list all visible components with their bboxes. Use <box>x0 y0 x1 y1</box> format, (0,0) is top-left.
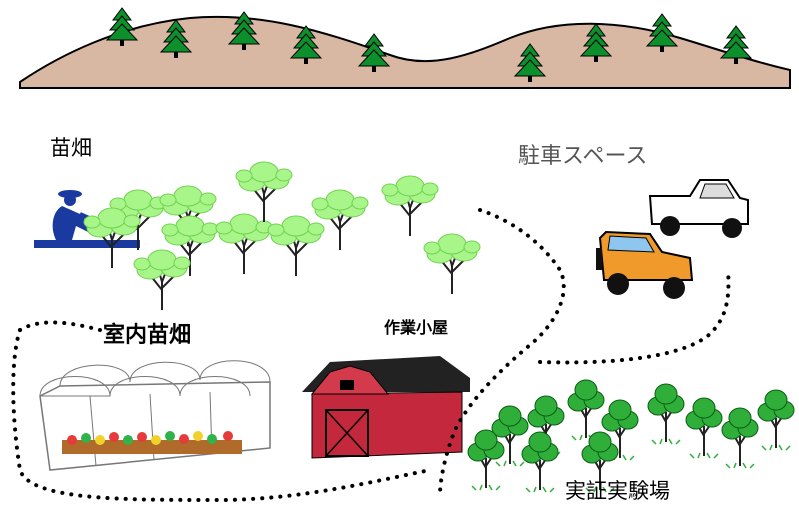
demo-field-label: 実証実験場 <box>565 479 670 503</box>
indoor-nursery-label: 室内苗畑 <box>103 323 192 348</box>
nursery-trees <box>83 161 481 311</box>
barn-icon <box>302 356 470 459</box>
dotted-path <box>11 208 731 503</box>
parking-label: 駐車スペース <box>518 144 648 169</box>
work-shed-label: 作業小屋 <box>384 318 449 337</box>
greenhouse-icon <box>39 360 271 471</box>
suv-icon <box>596 230 694 299</box>
nursery-label: 苗畑 <box>50 136 92 160</box>
hill-with-pines-icon <box>19 7 791 89</box>
pickup-truck-icon <box>648 179 749 238</box>
orchard-trees-icon <box>467 379 795 493</box>
